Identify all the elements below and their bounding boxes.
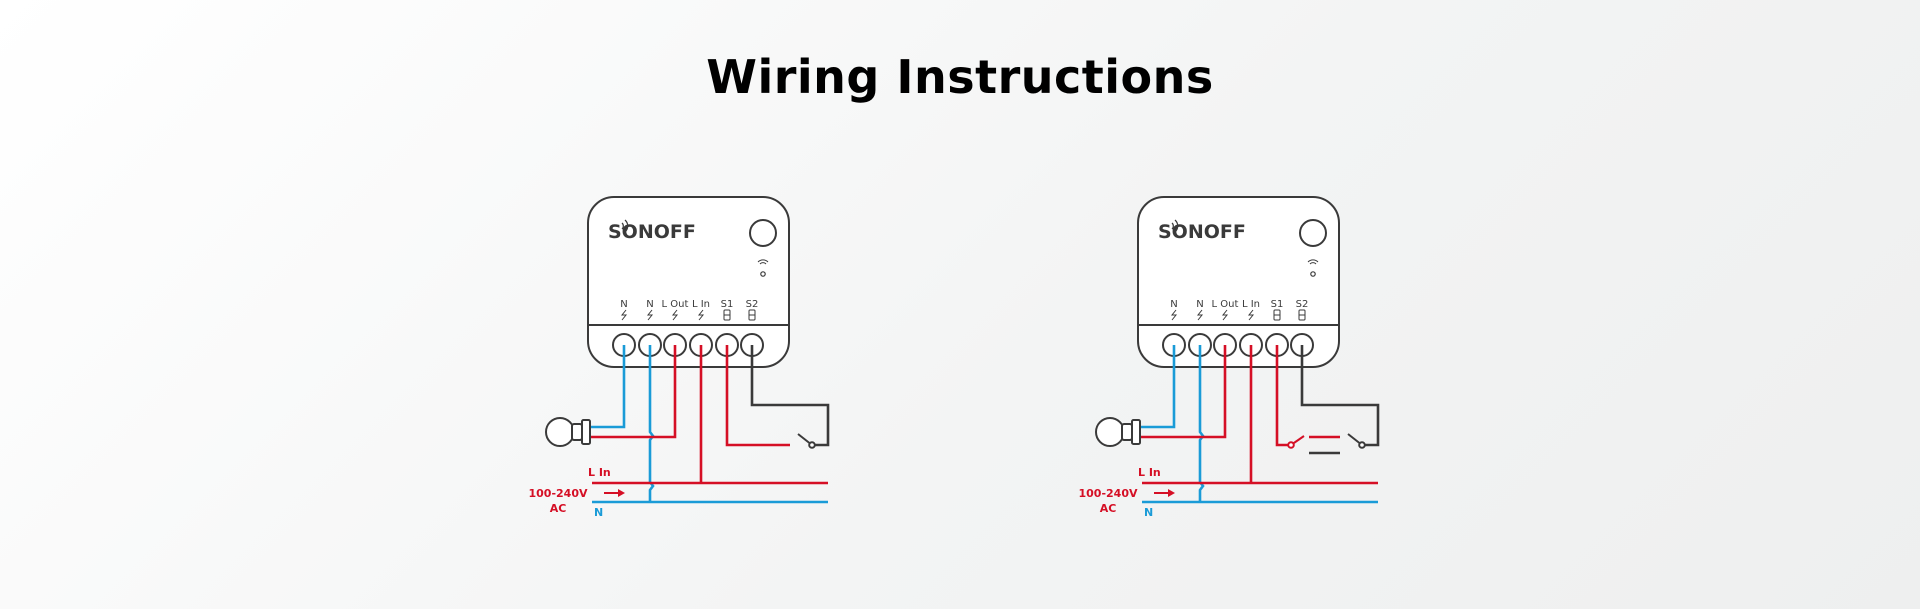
live-out-wire (1140, 345, 1227, 439)
wifi-signal-icon (1171, 219, 1179, 233)
wiring-diagram-single: SONOFF N N L Out L In S1 S2 (528, 196, 830, 519)
brand-logo: SONOFF (1158, 221, 1246, 243)
supply-ac-label: AC (1100, 502, 1117, 515)
terminal-label-n1: N (620, 299, 627, 310)
bolt-icon (697, 309, 705, 321)
two-way-switch-a-icon (1287, 435, 1305, 449)
bolt-icon (1170, 309, 1178, 321)
led-indicator-icon (1307, 259, 1319, 277)
terminal-label-s2: S2 (1296, 299, 1309, 310)
terminal-label-n1: N (1170, 299, 1177, 310)
neutral-wire-lamp (590, 345, 626, 429)
wifi-signal-icon (621, 219, 629, 233)
switch-icon (748, 309, 756, 321)
wiring-diagram-two-way: SONOFF N N L Out L In S1 S2 (1078, 196, 1380, 519)
lamp-icon (545, 417, 591, 447)
pairing-button (749, 219, 777, 247)
supply-live-label: L In (588, 466, 611, 479)
terminal-label-s1: S1 (1271, 299, 1284, 310)
neutral-wire-supply (648, 345, 655, 502)
supply-voltage-label: 100-240V (1078, 487, 1137, 500)
s1-wire (725, 345, 790, 447)
lamp-icon (1095, 417, 1141, 447)
brand-logo: SONOFF (608, 221, 696, 243)
switch-icon (723, 309, 731, 321)
terminal-label-s2: S2 (746, 299, 759, 310)
terminal-label-n2: N (646, 299, 653, 310)
live-out-wire (590, 345, 677, 439)
bolt-icon (1247, 309, 1255, 321)
terminal-label-l-out: L Out (1212, 299, 1239, 310)
terminal-label-n2: N (1196, 299, 1203, 310)
bolt-icon (646, 309, 654, 321)
terminal-label-l-in: L In (692, 299, 710, 310)
arrow-right-icon (604, 489, 625, 497)
switch-icon (1273, 309, 1281, 321)
bolt-icon (620, 309, 628, 321)
two-way-switch-b-icon (1347, 433, 1366, 449)
supply-neutral-label: N (594, 506, 603, 519)
arrow-right-icon (1154, 489, 1175, 497)
terminal-label-s1: S1 (721, 299, 734, 310)
pairing-button (1299, 219, 1327, 247)
s2-wire (750, 345, 830, 447)
page-title: Wiring Instructions (706, 50, 1214, 104)
single-switch-icon (797, 433, 816, 449)
terminal-label-l-in: L In (1242, 299, 1260, 310)
led-indicator-icon (757, 259, 769, 277)
supply-ac-label: AC (550, 502, 567, 515)
supply-live-label: L In (1138, 466, 1161, 479)
bolt-icon (671, 309, 679, 321)
bolt-icon (1196, 309, 1204, 321)
s1-wire (1275, 345, 1288, 447)
neutral-wire-lamp (1140, 345, 1176, 429)
bolt-icon (1221, 309, 1229, 321)
neutral-wire-supply (1198, 345, 1205, 502)
s2-wire (1300, 345, 1380, 447)
switch-icon (1298, 309, 1306, 321)
supply-neutral-label: N (1144, 506, 1153, 519)
terminal-label-l-out: L Out (662, 299, 689, 310)
supply-voltage-label: 100-240V (528, 487, 587, 500)
